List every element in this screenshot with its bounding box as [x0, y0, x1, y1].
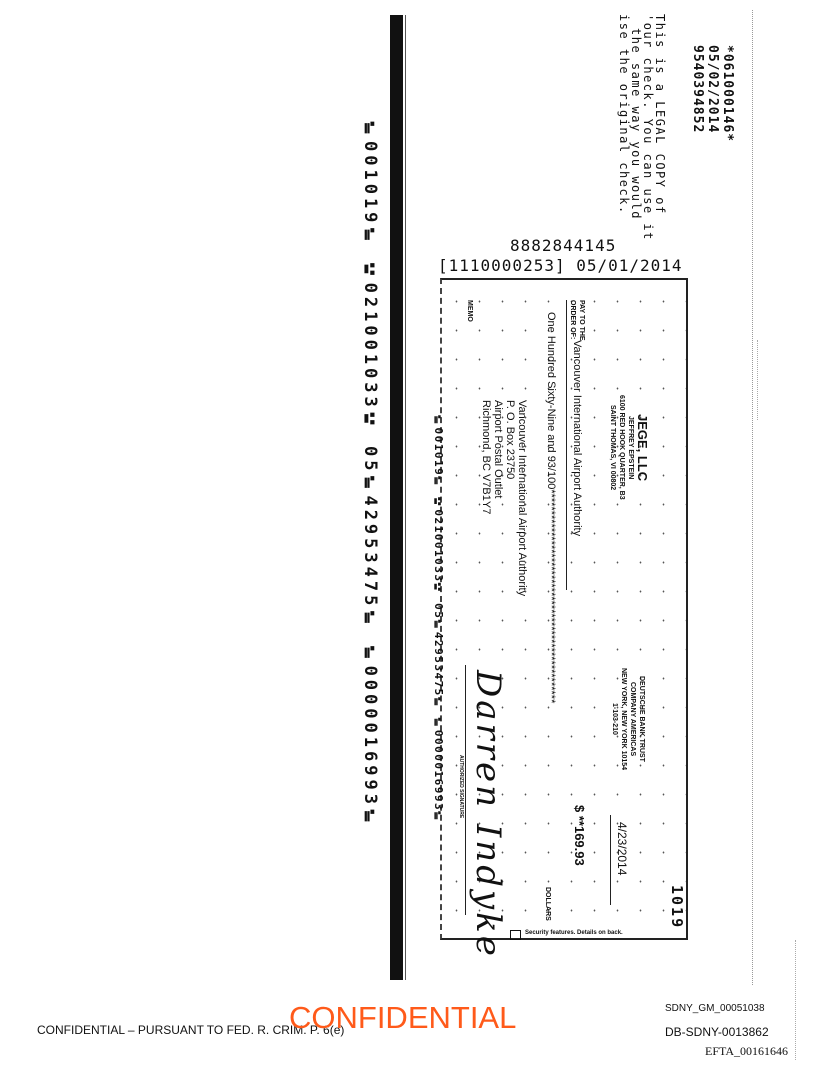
payee-address: Vancouver International Airport Authorit…	[480, 400, 528, 596]
security-note: Security features. Details on back.	[525, 930, 623, 936]
address-line: Richmond, BC V7B1Y7	[480, 400, 492, 515]
amount-numeric: $ **169.93	[572, 805, 587, 866]
check-image	[440, 278, 688, 940]
amount-words: One Hundred Sixty-Nine and 93/100*******…	[545, 312, 557, 704]
check-date: 4/23/2014	[615, 822, 629, 876]
signature-line	[465, 665, 466, 915]
check-number: 1019	[668, 885, 686, 930]
scan-edge-line	[752, 10, 753, 985]
scan-black-bar	[390, 15, 403, 980]
efta-number: EFTA_00161646	[705, 1044, 789, 1058]
payer-line: JEFFREY EPSTEIN	[627, 415, 634, 479]
payer-line: 6100 RED HOOK QUARTER, B3	[618, 395, 625, 500]
bank-line: COMPANY AMERICAS	[629, 681, 636, 757]
address-line: Vancouver International Airport Authorit…	[516, 400, 528, 597]
legal-line: the same way you would	[629, 28, 643, 220]
account-number: 8882844145	[510, 236, 617, 255]
payee: Vancouver International Airport Authorit…	[571, 340, 583, 537]
bates-sdny-gm: SDNY_GM_00051038	[665, 1003, 765, 1014]
memo-label: MEMO	[466, 300, 473, 322]
bank-line: NEW YORK, NEW YORK 10154	[620, 668, 627, 771]
scan-edge-mark	[757, 340, 758, 420]
lock-icon	[510, 930, 521, 940]
legal-line: ise the original check.	[617, 14, 631, 215]
processing-stamp: *061000146* 05/02/2014 9540394852	[690, 45, 735, 142]
scan-edge-mark	[795, 940, 796, 1060]
stamp-line: 05/02/2014	[705, 45, 720, 134]
confidential-notice: CONFIDENTIAL – PURSUANT TO FED. R. CRIM.…	[37, 1023, 345, 1037]
stamp-line: 9540394852	[690, 45, 705, 134]
stamp-line: *061000146*	[720, 45, 735, 143]
confidential-stamp: CONFIDENTIAL	[289, 1000, 517, 1035]
bank-line: 1-103-210	[611, 703, 618, 735]
legal-line: This is a LEGAL COPY of	[653, 14, 667, 215]
check-micr-line: ⑈001019⑈ ⑆021001033⑆ 05⑈42953475⑈ ⑈00000…	[432, 415, 445, 824]
signature: Darren Indyke	[468, 670, 508, 959]
payer-block: JEGE, LLC JEFFREY EPSTEIN 6100 RED HOOK …	[608, 395, 650, 500]
dollars-label: DOLLARS	[544, 887, 551, 921]
legal-copy-notice: This is a LEGAL COPY of 'our check. You …	[617, 14, 667, 241]
bank-block: DEUTSCHE BANK TRUST COMPANY AMERICAS NEW…	[610, 668, 646, 770]
pay-to-line: PAY TO THE	[578, 300, 585, 341]
bates-db-sdny: DB-SDNY-0013862	[665, 1025, 769, 1039]
address-line: P. O. Box 23750	[504, 400, 516, 480]
legal-line: 'our check. You can use it	[641, 14, 655, 241]
scan-thin-line	[405, 15, 406, 980]
outer-micr-line: ⑈001019⑈ ⑆021001033⑆ 05⑈42953475⑈ ⑈00000…	[360, 120, 380, 829]
date-line	[610, 815, 611, 905]
pay-to-line: ORDER OF:	[569, 300, 576, 340]
pay-to-label: PAY TO THE ORDER OF:	[568, 300, 586, 341]
routing-date: [1110000253] 05/01/2014	[438, 256, 683, 275]
payee-line	[566, 300, 567, 590]
bank-line: DEUTSCHE BANK TRUST	[638, 676, 645, 762]
payer-name: JEGE, LLC	[635, 413, 650, 481]
authorized-signature-label: AUTHORIZED SIGNATURE	[458, 755, 464, 819]
payer-line: SAINT THOMAS, VI 00802	[609, 404, 616, 490]
address-line: Airport Postal Outlet	[492, 400, 504, 499]
